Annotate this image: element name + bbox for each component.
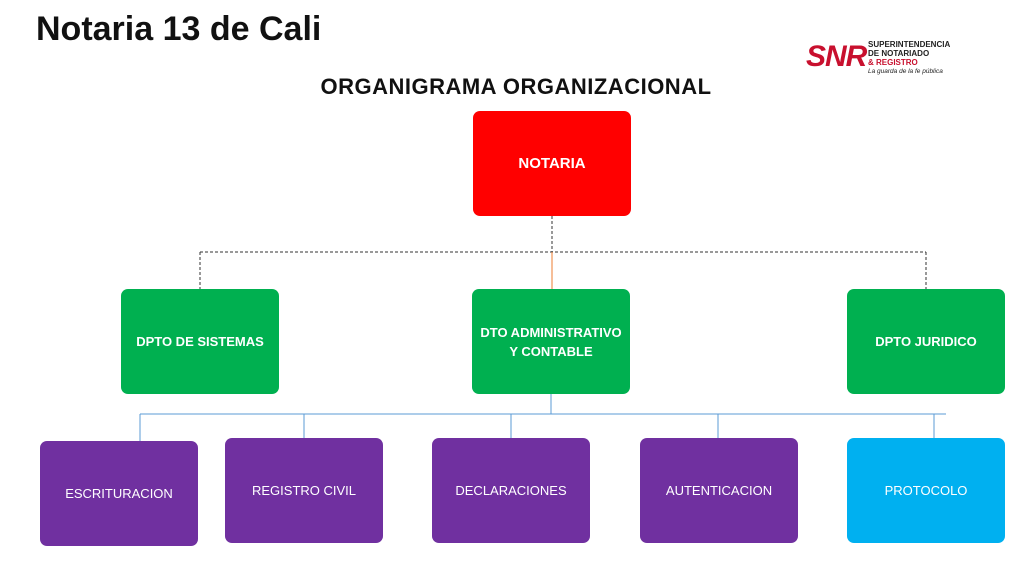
node-notaria: NOTARIA [473,111,631,216]
node-dpto-juridico: DPTO JURIDICO [847,289,1005,394]
node-dpto-sistemas: DPTO DE SISTEMAS [121,289,279,394]
node-escrituracion: ESCRITURACION [40,441,198,546]
snr-logo: SNR SUPERINTENDENCIA DE NOTARIADO & REGI… [806,38,956,78]
node-declaraciones: DECLARACIONES [432,438,590,543]
node-registro-civil: REGISTRO CIVIL [225,438,383,543]
node-dto-administrativo: DTO ADMINISTRATIVO Y CONTABLE [472,289,630,394]
chart-title: ORGANIGRAMA ORGANIZACIONAL [320,74,712,99]
logo-mark: SNR [806,40,867,73]
logo-tagline: La guarda de la fe pública [868,68,943,75]
node-autenticacion: AUTENTICACION [640,438,798,543]
page-title: Notaria 13 de Cali [36,10,322,48]
node-protocolo: PROTOCOLO [847,438,1005,543]
logo-line-3: & REGISTRO [868,58,918,67]
logo-text: SUPERINTENDENCIA DE NOTARIADO & REGISTRO… [868,40,950,76]
logo-line-2: DE NOTARIADO [868,49,930,58]
logo-line-1: SUPERINTENDENCIA [868,40,951,49]
